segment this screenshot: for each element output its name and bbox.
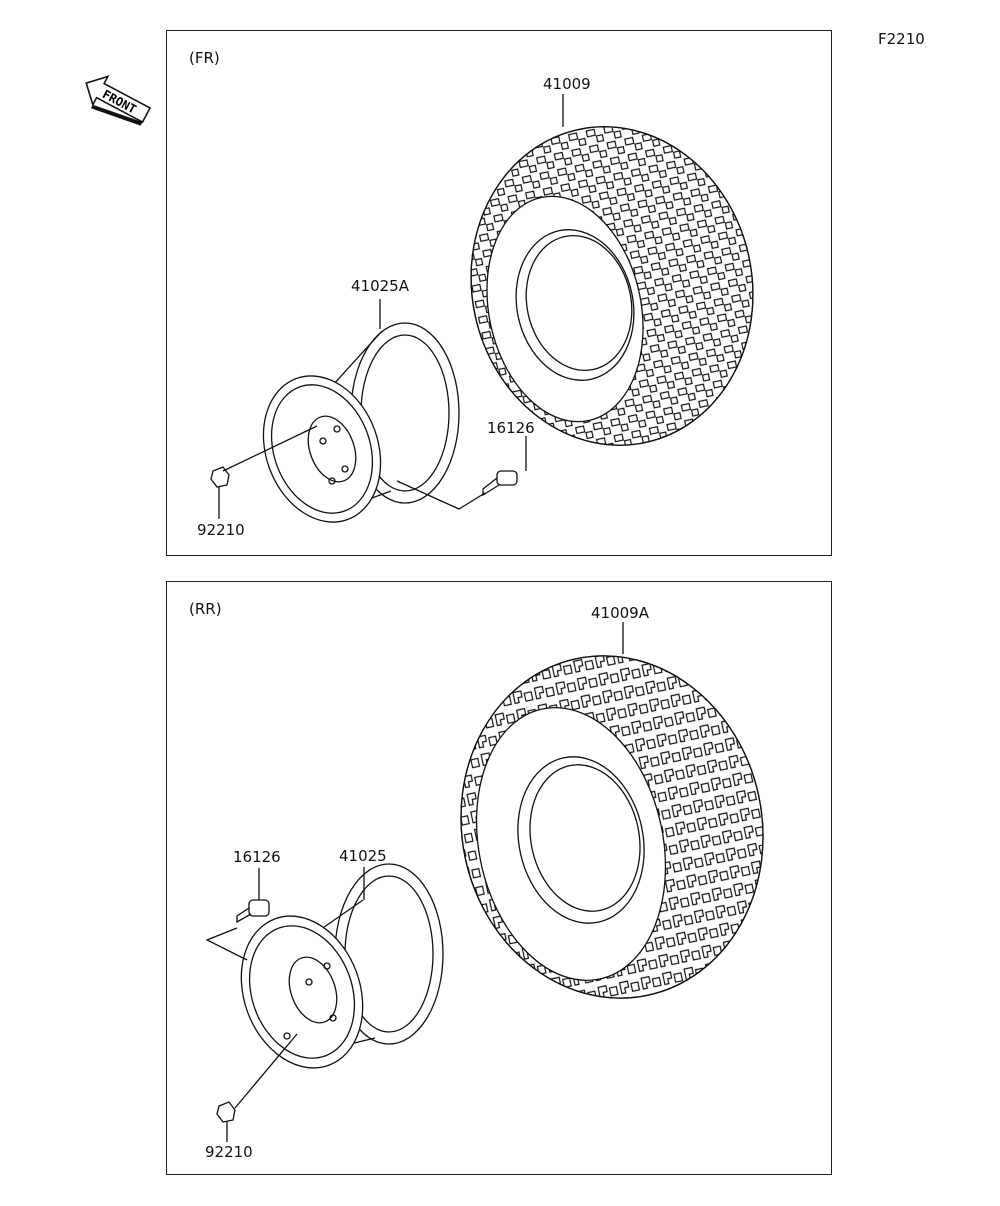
rear-valve: [236, 899, 270, 924]
front-valve: [482, 470, 518, 497]
rear-nut: [216, 1101, 236, 1123]
front-nut: [210, 466, 230, 488]
front-wheel-callout: 41025A: [351, 277, 409, 295]
rear-wheel: [240, 863, 444, 1069]
rear-wheel-callout: 41025: [339, 847, 387, 865]
front-panel: (FR): [166, 30, 832, 556]
front-wheel-diagram: [210, 94, 754, 523]
page-code: F2210: [878, 30, 925, 48]
rear-wheel-diagram: [205, 622, 764, 1142]
front-panel-label: (FR): [189, 49, 220, 67]
rear-nut-callout: 92210: [205, 1143, 253, 1161]
front-arrow-icon: FRONT: [85, 75, 152, 126]
front-tire: [470, 126, 754, 446]
front-tire-callout: 41009: [543, 75, 591, 93]
rear-tire-callout: 41009A: [591, 604, 649, 622]
rear-panel: (RR): [166, 581, 832, 1175]
rear-panel-label: (RR): [189, 600, 222, 618]
front-nut-callout: 92210: [197, 521, 245, 539]
front-wheel: [262, 322, 460, 523]
rear-valve-callout: 16126: [233, 848, 281, 866]
rear-tire: [460, 655, 764, 999]
front-valve-callout: 16126: [487, 419, 535, 437]
